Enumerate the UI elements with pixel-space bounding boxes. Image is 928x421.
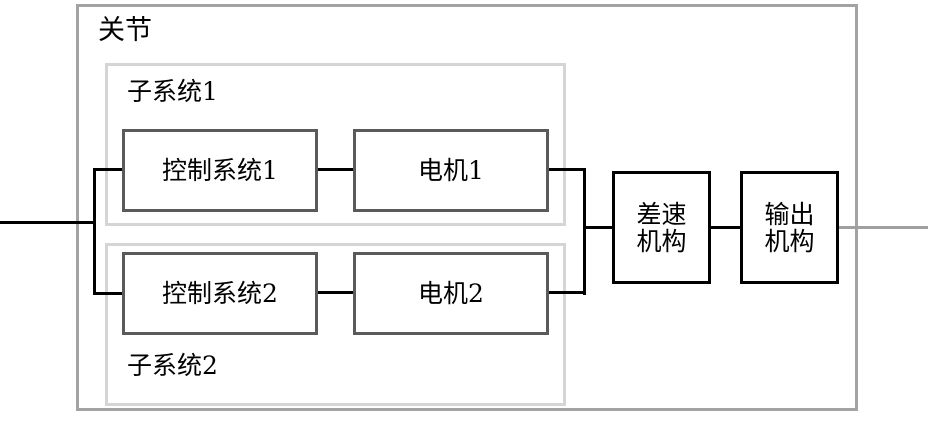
right-merge-spine: [583, 168, 586, 295]
left-branch-stub-top: [93, 168, 125, 171]
right-merge-stub-top: [546, 168, 586, 171]
block-differential-mechanism[interactable]: 差速 机构: [612, 171, 711, 284]
right-output-line: [836, 226, 928, 229]
left-branch-spine: [93, 168, 96, 295]
block-motor-2[interactable]: 电机2: [353, 252, 549, 335]
block-motor-1[interactable]: 电机1: [353, 129, 549, 212]
right-merge-stub-bottom: [546, 291, 586, 294]
left-input-line: [0, 221, 96, 224]
block-differential-mechanism-label: 差速 机构: [636, 199, 687, 256]
joint-group-frame: [76, 4, 858, 411]
link-differential-output: [708, 226, 743, 229]
block-control-system-2[interactable]: 控制系统2: [122, 252, 318, 335]
block-control-system-2-label: 控制系统2: [162, 279, 278, 308]
block-motor-1-label: 电机1: [418, 156, 484, 185]
block-control-system-1[interactable]: 控制系统1: [122, 129, 318, 212]
left-branch-stub-bottom: [93, 292, 125, 295]
link-merge-differential: [583, 226, 615, 229]
block-output-mechanism-label: 输出 机构: [764, 199, 815, 256]
subsystem-2-frame: [105, 243, 566, 406]
subsystem-1-label: 子系统1: [127, 77, 218, 106]
subsystem-1-frame: [105, 63, 566, 226]
block-motor-2-label: 电机2: [418, 279, 484, 308]
link-control2-motor2: [316, 291, 355, 294]
block-control-system-1-label: 控制系统1: [162, 156, 278, 185]
block-output-mechanism[interactable]: 输出 机构: [740, 171, 839, 284]
subsystem-2-label: 子系统2: [127, 351, 218, 380]
link-control1-motor1: [316, 168, 355, 171]
joint-group-label: 关节: [98, 15, 152, 46]
